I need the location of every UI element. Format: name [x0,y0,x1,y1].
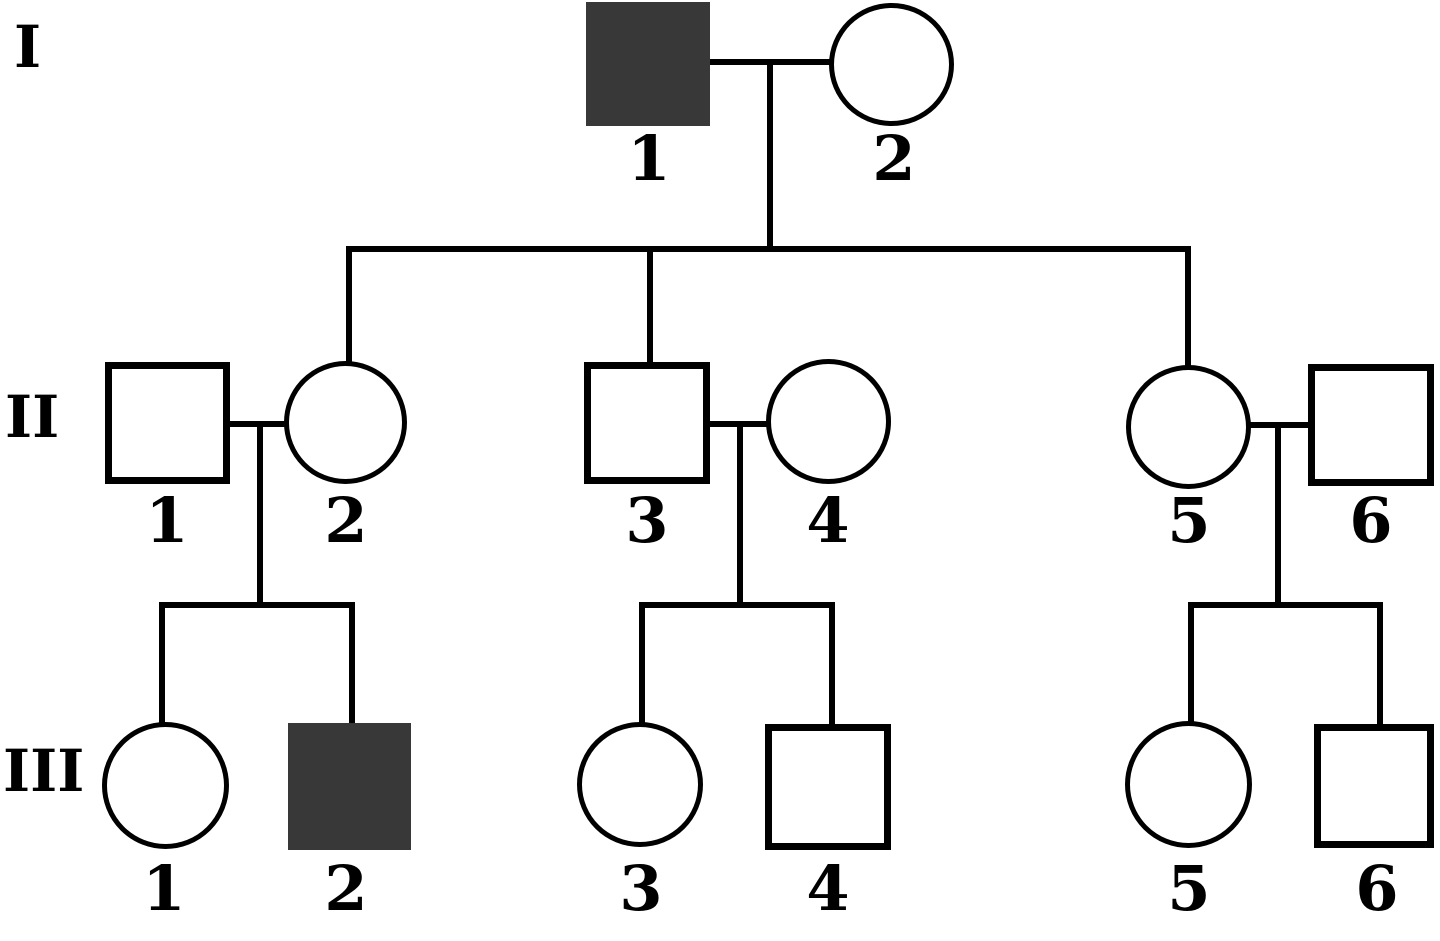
generation-label-II: II [5,383,60,451]
generation-label-I: I [14,13,42,81]
drop-line-III3 [639,602,645,729]
drop-line-III5 [1188,602,1194,728]
drop-line-III4 [829,602,835,731]
individual-III-2-label: 2 [324,852,368,925]
individual-II-2-symbol [284,361,407,484]
sibship-line-left [159,602,355,608]
descent-line-II3-II4 [737,421,743,608]
individual-III-1-label: 1 [142,852,186,925]
individual-III-1-symbol [102,722,229,849]
drop-line-III1 [159,602,165,729]
individual-I-1-symbol [586,2,710,126]
individual-I-2-label: 2 [872,122,916,195]
sibship-line-middle [639,602,835,608]
individual-II-4-label: 4 [806,484,850,557]
individual-II-5-symbol [1126,365,1251,489]
individual-II-6-symbol [1308,364,1434,486]
individual-III-3-symbol [577,722,703,847]
drop-line-III6 [1377,602,1383,731]
individual-II-5-label: 5 [1167,484,1211,557]
individual-III-6-symbol [1314,724,1434,848]
descent-line-I-couple [767,59,773,252]
individual-III-6-label: 6 [1355,852,1399,925]
individual-III-2-symbol [288,723,411,850]
drop-line-II2 [346,246,352,368]
individual-III-4-label: 4 [806,852,850,925]
drop-line-III2 [349,602,355,730]
individual-II-3-symbol [584,362,710,484]
individual-III-3-label: 3 [619,852,663,925]
individual-II-1-symbol [105,362,230,484]
individual-III-4-symbol [765,724,891,850]
sibship-line-gen2 [346,246,1191,252]
drop-line-II5 [1185,246,1191,372]
individual-II-6-label: 6 [1349,484,1393,557]
individual-II-1-label: 1 [145,484,189,557]
individual-III-5-label: 5 [1167,852,1211,925]
individual-III-5-symbol [1125,721,1252,848]
individual-II-2-label: 2 [324,484,368,557]
generation-label-III: III [3,737,85,805]
individual-I-1-label: 1 [627,122,671,195]
sibship-line-right [1188,602,1383,608]
descent-line-II1-II2 [257,421,263,608]
drop-line-II3 [647,246,653,369]
individual-II-3-label: 3 [625,484,669,557]
individual-I-2-symbol [829,3,954,126]
individual-II-4-symbol [766,359,891,484]
descent-line-II5-II6 [1275,422,1281,608]
